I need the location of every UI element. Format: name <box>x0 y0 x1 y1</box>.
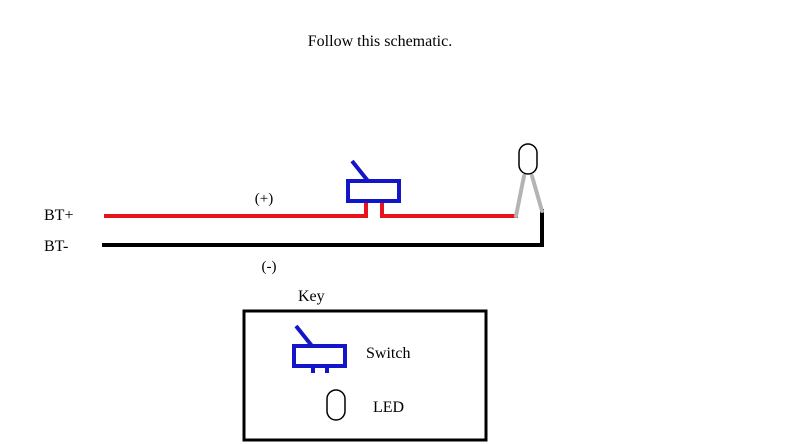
key-led-label: LED <box>373 399 404 416</box>
negative-terminal-label: BT- <box>44 238 68 255</box>
key-title: Key <box>298 288 325 305</box>
key-switch-label: Switch <box>366 345 410 362</box>
led-icon <box>514 143 544 218</box>
key-box <box>242 309 488 442</box>
positive-wire <box>104 199 518 218</box>
negative-sign-label: (-) <box>262 259 277 275</box>
negative-wire <box>102 209 544 247</box>
positive-sign-label: (+) <box>255 191 273 207</box>
positive-terminal-label: BT+ <box>44 207 73 224</box>
key-switch-icon <box>292 324 347 373</box>
diagram-title: Follow this schematic. <box>308 33 452 50</box>
key-led-icon <box>326 389 346 421</box>
switch-icon <box>346 159 401 203</box>
